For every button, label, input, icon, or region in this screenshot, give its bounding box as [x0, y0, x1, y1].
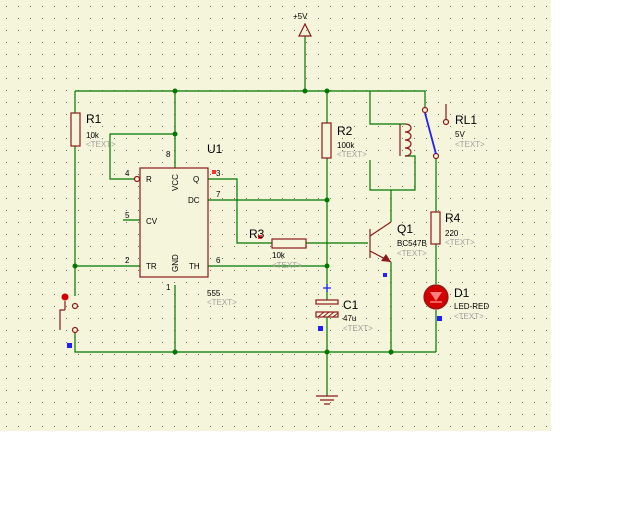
u1-pin-r-label: R	[146, 175, 152, 184]
resistor-r3[interactable]: R3 10k <TEXT>	[249, 227, 307, 270]
u1-pin-q-label: Q	[193, 175, 199, 184]
d1-pin-marker	[437, 316, 442, 321]
circuit-diagram[interactable]: +5V R1 10k <TEXT> R2 100k <TEXT> R3 10k …	[0, 0, 551, 431]
output-to-r3-wire	[208, 178, 272, 244]
c1-value: 47u	[343, 314, 356, 323]
u1-pin-gnd-label: GND	[171, 254, 180, 272]
rl1-switch-arm	[424, 112, 437, 155]
c1-hatch	[317, 311, 339, 318]
u1-pin-th-label: TH	[189, 262, 200, 271]
button-actuator	[61, 293, 69, 301]
q1-emitter-arrow	[381, 254, 391, 262]
r3-pin-marker	[258, 235, 262, 239]
schematic-sheet[interactable]: +5V R1 10k <TEXT> R2 100k <TEXT> R3 10k …	[0, 0, 551, 431]
u1-pin-cv-label: CV	[146, 217, 158, 226]
u1-pin3-number: 3	[216, 169, 221, 178]
power-terminal-5v[interactable]: +5V	[293, 12, 312, 37]
power-label: +5V	[293, 12, 308, 21]
c1-ref: C1	[343, 298, 359, 312]
r1-value: 10k	[86, 131, 100, 140]
u1-pin1-number: 1	[166, 283, 171, 292]
q1-value: BC547B	[397, 239, 427, 248]
u1-pin5-number: 5	[125, 211, 130, 220]
resistor-r1[interactable]: R1 10k <TEXT>	[70, 112, 116, 149]
r4-ref: R4	[445, 211, 461, 225]
button-pin-marker	[67, 343, 72, 348]
transistor-q1[interactable]: Q1 BC547B <TEXT>	[369, 221, 427, 277]
resistor-r4[interactable]: R4 220 <TEXT>	[430, 211, 475, 247]
push-button-switch[interactable]	[59, 293, 79, 349]
u1-value: 555	[207, 289, 221, 298]
button-contact-top	[71, 302, 79, 310]
u1-ref: U1	[207, 142, 223, 156]
relay-coil-top-wire	[369, 91, 405, 125]
d1-value: LED-RED	[454, 302, 489, 311]
button-contact-bottom	[71, 326, 79, 334]
button-plunger	[59, 301, 66, 330]
rl1-contact-no	[442, 118, 450, 126]
d1-text: <TEXT>	[454, 312, 484, 321]
q1-pin-marker	[383, 273, 387, 277]
u1-pin4-number: 4	[125, 169, 130, 178]
u1-pin7-number: 7	[216, 190, 221, 199]
c1-pin-marker	[318, 326, 323, 331]
d1-anode-triangle	[430, 292, 442, 301]
u1-pin6-number: 6	[216, 256, 221, 265]
u1-pin3-marker	[212, 170, 216, 174]
resistor-r2[interactable]: R2 100k <TEXT>	[321, 122, 367, 159]
r1-text: <TEXT>	[86, 140, 116, 149]
rl1-contact-nc	[432, 152, 440, 160]
u1-pin2-number: 2	[125, 256, 130, 265]
rl1-contact-common	[421, 106, 429, 114]
reset-pin4-wire	[109, 133, 175, 180]
r2-value: 100k	[337, 141, 355, 150]
rl1-ref: RL1	[455, 113, 477, 127]
u1-pin-vcc-label: VCC	[171, 174, 180, 191]
relay-coil-bottom-wire	[391, 155, 416, 191]
wires	[74, 36, 437, 396]
capacitor-c1[interactable]: C1 47u <TEXT>	[315, 284, 373, 333]
rl1-text: <TEXT>	[455, 140, 485, 149]
c1-text: <TEXT>	[343, 324, 373, 333]
u1-text: <TEXT>	[207, 298, 237, 307]
r1-ref: R1	[86, 112, 102, 126]
r3-ref: R3	[249, 227, 265, 241]
u1-pin8-number: 8	[166, 150, 171, 159]
r2-text: <TEXT>	[337, 150, 367, 159]
rl1-value: 5V	[455, 130, 465, 139]
relay-rl1[interactable]: RL1 5V <TEXT>	[399, 104, 485, 160]
ground-symbol[interactable]	[316, 395, 338, 405]
ground-rail-wire	[74, 330, 436, 353]
r4-value: 220	[445, 229, 459, 238]
rl1-coil	[404, 123, 412, 157]
relay-common-wire	[370, 90, 426, 107]
grid-dots	[0, 0, 551, 431]
junction-dots	[72, 88, 394, 355]
r3-text: <TEXT>	[272, 261, 302, 270]
u1-pin-tr-label: TR	[146, 262, 157, 271]
r4-text: <TEXT>	[445, 238, 475, 247]
led-d1[interactable]: D1 LED-RED <TEXT>	[423, 284, 489, 321]
ic-u1-555[interactable]: U1 555 <TEXT> R VCC Q DC CV TR GND TH 4 …	[125, 142, 237, 307]
d1-ref: D1	[454, 286, 470, 300]
u1-reset-bubble	[133, 175, 141, 183]
collector-wire	[369, 160, 392, 222]
q1-text: <TEXT>	[397, 249, 427, 258]
r3-value: 10k	[272, 251, 286, 260]
q1-ref: Q1	[397, 222, 413, 236]
r2-ref: R2	[337, 124, 353, 138]
u1-pin-dc-label: DC	[188, 196, 200, 205]
c1-plus-marker	[323, 284, 331, 292]
